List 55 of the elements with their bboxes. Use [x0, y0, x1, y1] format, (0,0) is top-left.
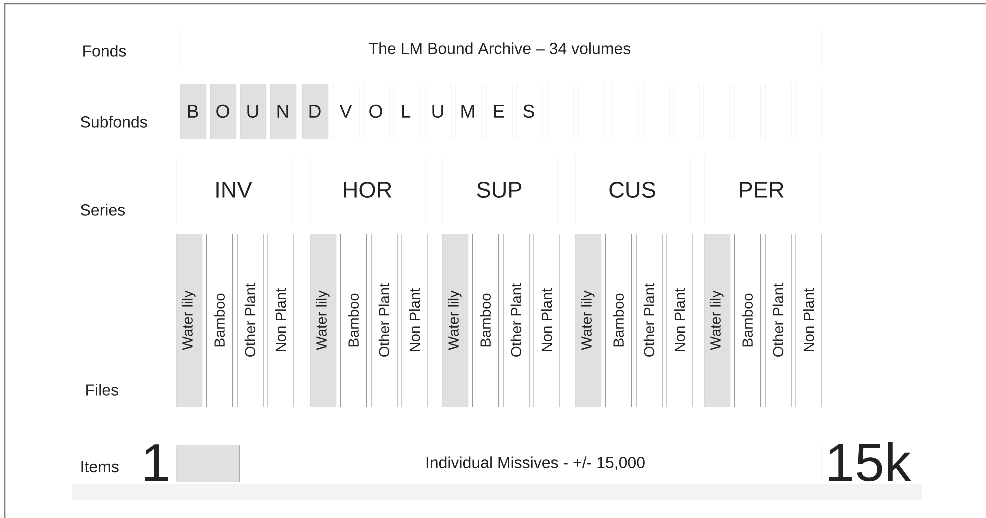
file-box: Other Plant: [237, 234, 264, 408]
subfonds-box: O: [210, 84, 237, 140]
fonds-box: The LM Bound Archive – 34 volumes: [179, 30, 822, 68]
file-box: Bamboo: [206, 234, 234, 408]
file-box: Other Plant: [765, 234, 792, 408]
row-label: Fonds: [84, 45, 126, 57]
file-box: Bamboo: [340, 234, 368, 408]
empty-box: [643, 84, 670, 140]
row-label: Subfonds: [81, 116, 148, 128]
file-box: Non Plant: [666, 234, 694, 408]
empty-box: [673, 84, 700, 140]
items-bar: Individual Missives - +/- 15,000: [176, 444, 822, 483]
series-box: HOR: [310, 156, 426, 225]
subfonds-box: E: [486, 84, 513, 140]
series-box: CUS: [575, 156, 691, 225]
empty-box: [547, 84, 574, 140]
file-box: Water lily: [575, 234, 602, 408]
subfonds-box: D: [302, 84, 329, 140]
series-box: INV: [176, 156, 292, 225]
subfonds-box: L: [393, 84, 420, 140]
series-box: SUP: [442, 156, 558, 225]
series-box: PER: [704, 156, 820, 225]
file-box: Water lily: [442, 234, 469, 408]
file-box: Non Plant: [796, 234, 822, 408]
empty-box: [612, 84, 639, 140]
row-label: Items: [82, 461, 119, 473]
file-box: Water lily: [176, 234, 203, 408]
file-box: Bamboo: [734, 234, 762, 408]
empty-box: [703, 84, 730, 140]
row-label: Series: [81, 204, 126, 216]
file-box: Water lily: [310, 234, 337, 408]
file-box: Other Plant: [371, 234, 398, 408]
subfonds-box: U: [425, 84, 452, 140]
subfonds-box: M: [455, 84, 482, 140]
empty-box: [765, 84, 792, 140]
file-box: Non Plant: [534, 234, 560, 408]
file-box: Water lily: [704, 234, 731, 408]
subfonds-box: N: [270, 84, 297, 140]
empty-box: [578, 84, 605, 140]
count-label: 1: [145, 444, 168, 482]
subfonds-box: B: [180, 84, 207, 140]
subfonds-box: O: [363, 84, 390, 140]
subfonds-box: V: [333, 84, 360, 140]
subfonds-box: U: [240, 84, 267, 140]
row-label: Files: [86, 384, 118, 396]
count-label: 15k: [829, 442, 912, 482]
file-box: Bamboo: [472, 234, 500, 408]
file-box: Bamboo: [606, 234, 632, 408]
empty-box: [795, 84, 822, 140]
file-box: Non Plant: [268, 234, 294, 408]
subfonds-box: S: [516, 84, 543, 140]
file-box: Other Plant: [636, 234, 663, 408]
file-box: Other Plant: [503, 234, 530, 408]
empty-box: [734, 84, 761, 140]
file-box: Non Plant: [402, 234, 428, 408]
